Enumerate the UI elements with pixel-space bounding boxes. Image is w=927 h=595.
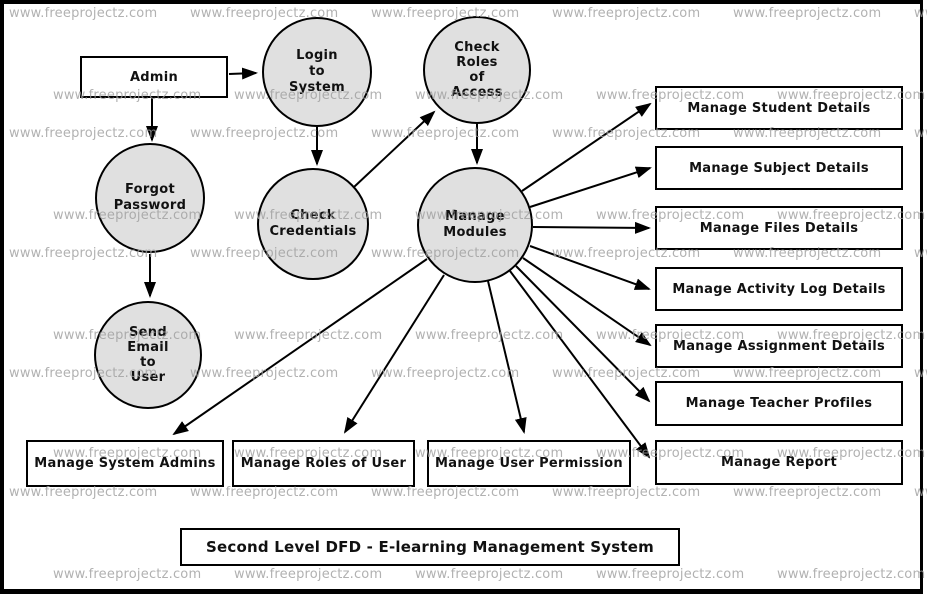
flow-modules-to-files-details <box>532 221 651 234</box>
store-manage-files-details: Manage Files Details <box>655 206 903 250</box>
flow-modules-to-teacher-profiles <box>515 265 651 403</box>
store-manage-assignment-details: Manage Assignment Details <box>655 324 903 368</box>
process-label: Credentials <box>269 224 357 239</box>
flow-modules-to-user-permission <box>487 280 527 434</box>
store-manage-subject-details: Manage Subject Details <box>655 146 903 190</box>
process-label: to <box>309 64 325 79</box>
flow-modules-to-report <box>509 270 651 459</box>
flow-modules-to-activity-log <box>529 245 651 290</box>
flow-admin-to-login <box>228 67 258 80</box>
process-label: Manage <box>445 209 505 224</box>
process-label: System <box>289 80 345 95</box>
diagram-title: Second Level DFD - E-learning Management… <box>180 528 680 566</box>
process-send-email-to-user: Send Email to User <box>94 301 202 409</box>
process-login-to-system: Login to System <box>262 17 372 127</box>
flow-modules-to-system-admins <box>172 258 428 436</box>
process-label: Login <box>296 48 338 63</box>
process-label: Password <box>113 198 187 213</box>
process-label: of <box>469 70 485 85</box>
process-label: User <box>130 370 166 385</box>
flow-check-credentials-to-check-roles <box>353 110 436 188</box>
store-manage-report: Manage Report <box>655 440 903 485</box>
store-manage-user-permission: Manage User Permission <box>427 440 631 487</box>
store-manage-teacher-profiles: Manage Teacher Profiles <box>655 381 903 426</box>
process-label: Roles <box>456 55 498 70</box>
process-label: Send <box>129 325 167 340</box>
process-label: Email <box>127 340 169 355</box>
process-label: Access <box>451 85 503 100</box>
store-manage-student-details: Manage Student Details <box>655 86 903 130</box>
process-check-roles-of-access: Check Roles of Access <box>423 16 531 124</box>
process-check-credentials: Check Credentials <box>257 168 369 280</box>
store-manage-activity-log-details: Manage Activity Log Details <box>655 267 903 311</box>
process-label: Modules <box>443 225 507 240</box>
flow-modules-to-student-details <box>521 102 652 192</box>
process-label: Check <box>290 208 336 223</box>
process-label: to <box>140 355 156 370</box>
flow-modules-to-roles-of-user <box>343 274 445 434</box>
entity-admin: Admin <box>80 56 228 98</box>
process-label: Check <box>454 40 500 55</box>
process-label: Forgot <box>125 182 175 197</box>
flow-modules-to-subject-details <box>529 166 652 208</box>
process-manage-modules: Manage Modules <box>417 167 533 283</box>
process-forgot-password: Forgot Password <box>95 143 205 253</box>
store-manage-system-admins: Manage System Admins <box>26 440 224 487</box>
flow-modules-to-assignment-details <box>522 257 652 347</box>
store-manage-roles-of-user: Manage Roles of User <box>232 440 415 487</box>
